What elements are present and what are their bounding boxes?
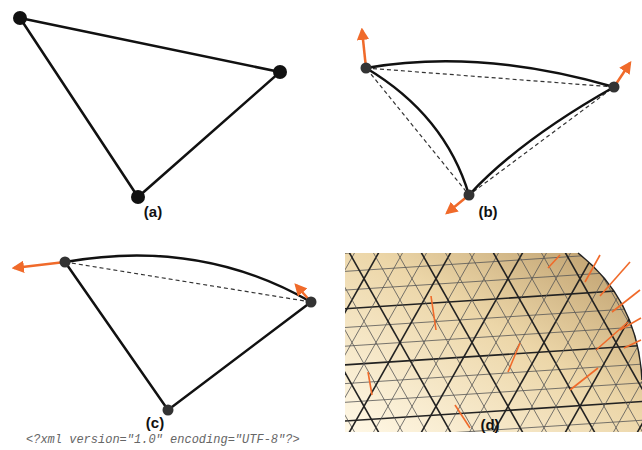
mesh-line [345, 245, 455, 440]
mesh-line [33, 245, 143, 440]
mesh-line [489, 245, 599, 440]
mesh-line [273, 245, 383, 440]
mesh-line [153, 245, 263, 440]
mesh-line [249, 245, 359, 440]
mesh-line [489, 245, 599, 440]
mesh-line [225, 245, 335, 440]
mesh-line [9, 245, 119, 440]
mesh-line [273, 245, 383, 440]
mesh-line [33, 245, 143, 440]
mesh-line [537, 245, 642, 440]
mesh-line [441, 245, 551, 440]
mesh-line [369, 245, 479, 440]
mesh-line [201, 245, 311, 440]
mesh-line [393, 245, 503, 440]
mesh-line [129, 245, 239, 440]
mesh-line [321, 245, 431, 440]
mesh-line [129, 245, 239, 440]
mesh-line [177, 245, 287, 440]
mesh-line [57, 245, 167, 440]
mesh-line [609, 245, 642, 440]
mesh-line [609, 245, 642, 440]
mesh-line [297, 245, 407, 440]
xml-header-text: <?xml version="1.0" encoding="UTF-8"?> [26, 433, 300, 447]
mesh-line [417, 245, 527, 440]
panel-label: (c) [146, 414, 164, 431]
mesh-line [393, 245, 503, 440]
mesh-line [417, 245, 527, 440]
mesh-line [177, 245, 287, 440]
mesh-line [465, 245, 575, 440]
mesh-line [441, 245, 551, 440]
mesh-line [321, 245, 431, 440]
mesh-line [153, 245, 263, 440]
mesh-line [340, 345, 642, 365]
mesh-line [9, 245, 119, 440]
mesh-line [537, 245, 642, 440]
mesh-line [340, 233, 642, 253]
mesh-line [513, 245, 623, 440]
panel-label: (b) [478, 203, 497, 220]
mesh-line [340, 439, 642, 450]
panel-label: (a) [144, 203, 162, 220]
mesh-line [465, 245, 575, 440]
mesh-line [513, 245, 623, 440]
sphere-mesh [9, 233, 642, 450]
mesh-line [57, 245, 167, 440]
partly-curved-triangle [14, 255, 317, 415]
flat-triangle [13, 11, 287, 204]
mesh-line [81, 245, 191, 440]
curved-triangle [361, 30, 631, 213]
mesh-line [225, 245, 335, 440]
mesh-line [345, 245, 455, 440]
panel-label: (d) [480, 416, 499, 433]
mesh-line [105, 245, 215, 440]
mesh-line [585, 245, 642, 440]
mesh-line [369, 245, 479, 440]
mesh-line [340, 327, 642, 347]
mesh-line [249, 245, 359, 440]
mesh-line [105, 245, 215, 440]
mesh-line [297, 245, 407, 440]
mesh-line [81, 245, 191, 440]
mesh-line [201, 245, 311, 440]
mesh-line [585, 245, 642, 440]
